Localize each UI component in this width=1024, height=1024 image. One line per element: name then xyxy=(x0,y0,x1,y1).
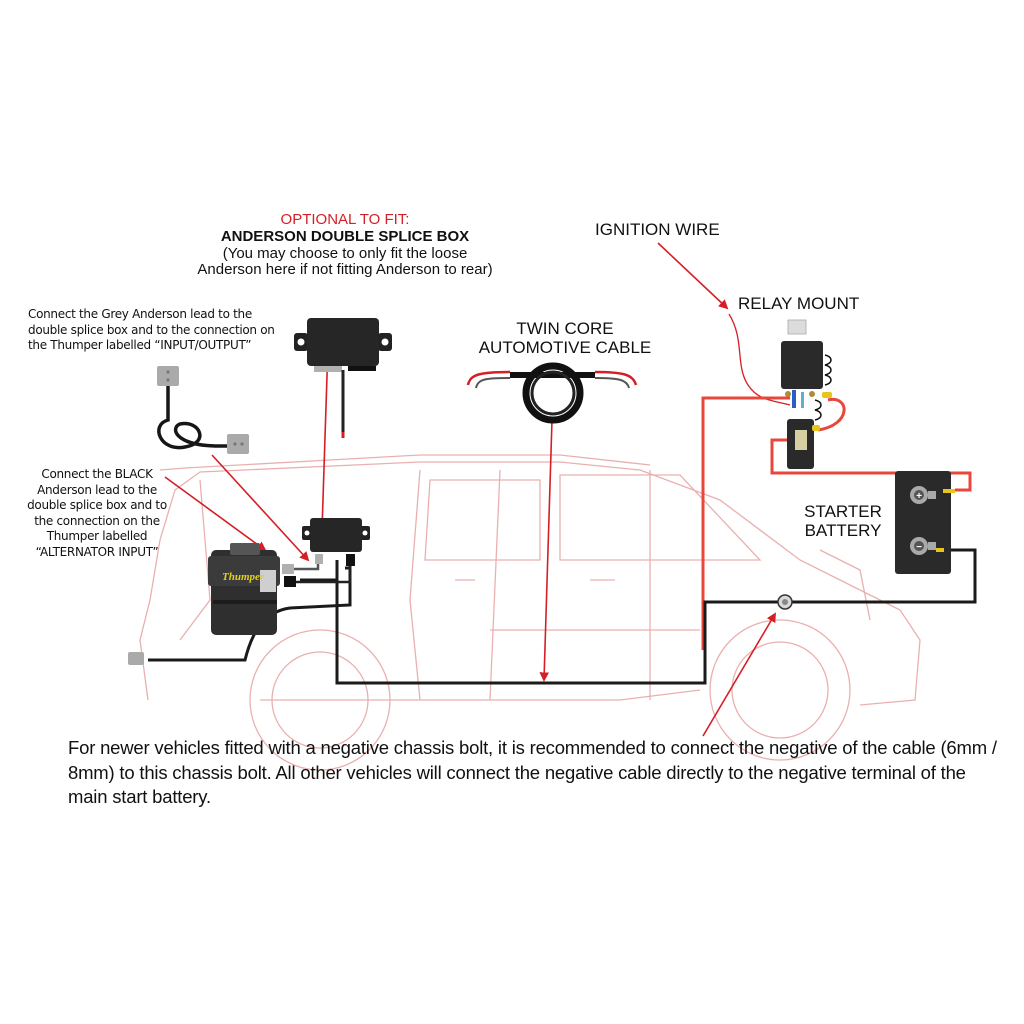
arrow-grey-anderson xyxy=(211,454,310,562)
twin-core-label: TWIN CORE AUTOMOTIVE CABLE xyxy=(478,319,652,358)
black-anderson-note: Connect the BLACK Anderson lead to the d… xyxy=(27,467,167,559)
relay-mount-label: RELAY MOUNT xyxy=(738,294,860,313)
rear-anderson-connector-image xyxy=(128,652,144,665)
chassis-bolt-icon xyxy=(777,594,793,610)
arrow-twin-core xyxy=(539,419,553,682)
starter-battery-image: + − xyxy=(895,471,955,574)
splice-box-label: OPTIONAL TO FIT: ANDERSON DOUBLE SPLICE … xyxy=(190,211,500,279)
annotation-arrows xyxy=(164,242,776,737)
splice-box-image xyxy=(294,318,392,438)
ignition-wire xyxy=(728,313,791,406)
ignition-wire-label: IGNITION WIRE xyxy=(595,220,720,239)
arrow-ignition xyxy=(657,242,729,310)
starter-battery-label: STARTER BATTERY xyxy=(804,502,882,541)
arrow-splice-box xyxy=(317,344,329,532)
grey-anderson-note: Connect the Grey Anderson lead to the do… xyxy=(28,307,275,353)
chassis-bolt-note: For newer vehicles fitted with a negativ… xyxy=(68,737,997,808)
positive-wire xyxy=(701,396,972,650)
vehicle-outline xyxy=(139,454,921,771)
positive-terminal: + xyxy=(916,491,922,502)
thumper-brand: Thumper xyxy=(222,571,265,583)
splice-box-description: (You may choose to only fit the loose An… xyxy=(197,244,493,279)
thumper-battery-image: Thumper xyxy=(208,543,280,635)
arrow-chassis-bolt xyxy=(702,612,776,737)
negative-terminal: − xyxy=(916,542,922,553)
grey-anderson-lead-image xyxy=(157,366,249,454)
lower-splice-box-image xyxy=(282,518,370,587)
twin-core-cable-image xyxy=(466,362,638,424)
optional-label: OPTIONAL TO FIT: xyxy=(280,211,410,228)
relay-mount-image xyxy=(781,319,832,469)
arrow-black-anderson xyxy=(164,476,267,552)
splice-box-title: ANDERSON DOUBLE SPLICE BOX xyxy=(220,227,470,245)
